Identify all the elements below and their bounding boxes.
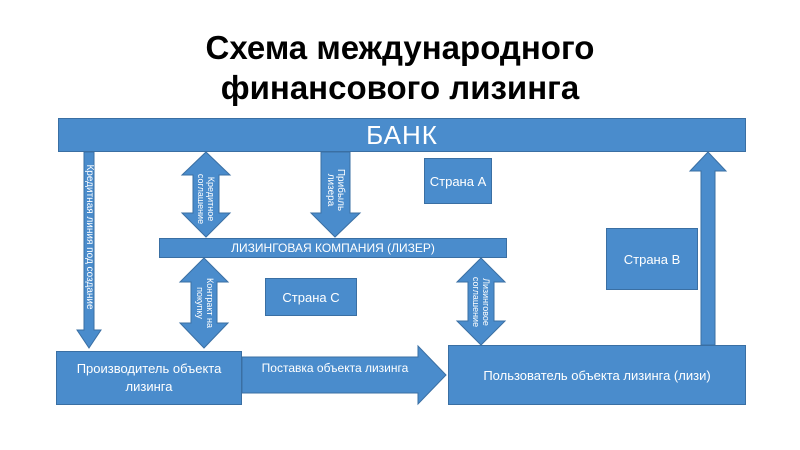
credit-agreement-arrow (180, 151, 232, 238)
producer-node: Производитель объекта лизинга (56, 351, 242, 405)
leasing-agreement-label: Лизинговое соглашение (471, 276, 491, 328)
leasing-company-label: ЛИЗИНГОВАЯ КОМПАНИЯ (ЛИЗЕР) (231, 241, 435, 255)
leasing-company-node: ЛИЗИНГОВАЯ КОМПАНИЯ (ЛИЗЕР) (159, 238, 507, 258)
lessor-profit-label: Прибыль лизера (325, 168, 346, 212)
bank-node: БАНК (58, 118, 746, 152)
purchase-contract-arrow (178, 257, 230, 349)
producer-label: Производитель объекта лизинга (76, 361, 222, 394)
country-a-node: Страна А (424, 158, 492, 204)
title-line-1: Схема международного (205, 29, 595, 66)
country-c-label: Страна С (282, 289, 340, 305)
credit-line-label: Кредитная линия под создание (84, 164, 95, 310)
lessor-profit-arrow (309, 151, 362, 238)
bank-label: БАНК (366, 119, 438, 150)
country-b-label: Страна В (623, 251, 681, 267)
credit-line-arrow (76, 151, 102, 349)
user-to-bank-arrow (688, 151, 728, 346)
user-label: Пользователь объекта лизинга (лизи) (483, 367, 711, 383)
country-a-label: Страна А (429, 173, 487, 189)
diagram-title: Схема международного финансового лизинга (0, 28, 800, 108)
country-c-node: Страна С (265, 278, 357, 316)
supply-label: Поставка объекта лизинга (261, 361, 409, 375)
country-b-node: Страна В (606, 228, 698, 290)
title-line-2: финансового лизинга (220, 69, 580, 106)
purchase-contract-label: Контракт на покупку (195, 278, 215, 328)
supply-arrow (241, 344, 447, 406)
credit-agreement-label: Кредитное соглашение (196, 173, 216, 225)
user-node: Пользователь объекта лизинга (лизи) (448, 345, 746, 405)
